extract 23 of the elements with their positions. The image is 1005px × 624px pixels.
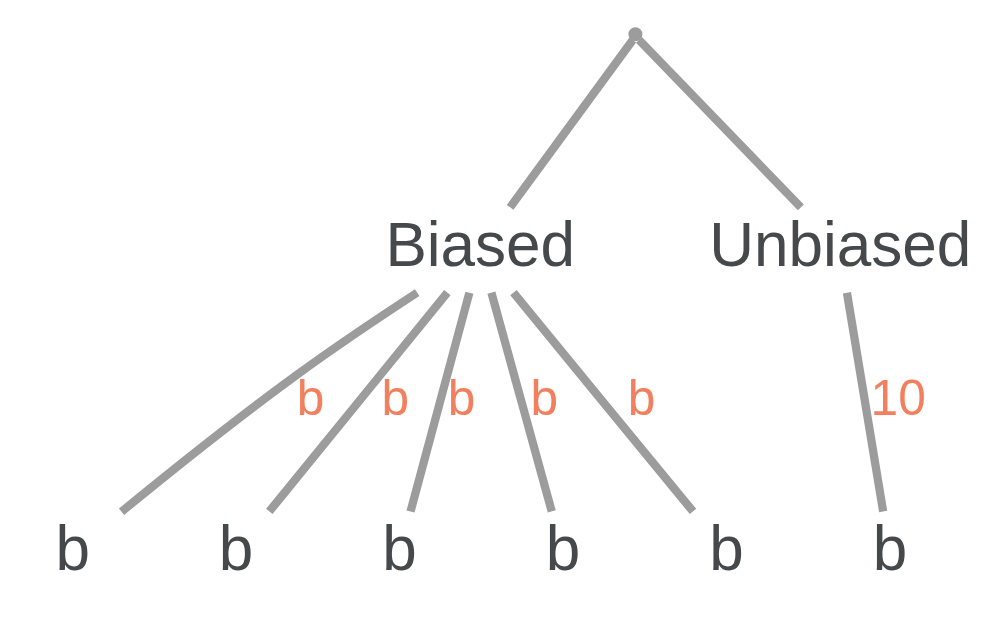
connector (842, 291, 888, 512)
connector (510, 289, 697, 514)
node-text: b (709, 513, 744, 583)
node-text: b (382, 513, 417, 583)
connector (487, 291, 556, 513)
edge-label: 10 (870, 369, 926, 426)
node-text: b (55, 513, 90, 583)
edge-label: b (447, 369, 476, 426)
node-text: Unbiased (709, 209, 972, 279)
connector (118, 288, 420, 515)
connector (266, 289, 451, 514)
node-text: b (218, 513, 254, 583)
connector (636, 36, 804, 210)
node-text: b (872, 513, 908, 583)
edge-label: b (530, 369, 559, 426)
edge-label: b (381, 369, 410, 426)
node-point (628, 26, 643, 41)
node-text: b (545, 513, 581, 583)
connector (506, 37, 637, 210)
edge-label: b (627, 369, 656, 426)
connector (406, 291, 474, 513)
node-text: Biased (385, 209, 576, 279)
edge-label: b (296, 369, 325, 426)
